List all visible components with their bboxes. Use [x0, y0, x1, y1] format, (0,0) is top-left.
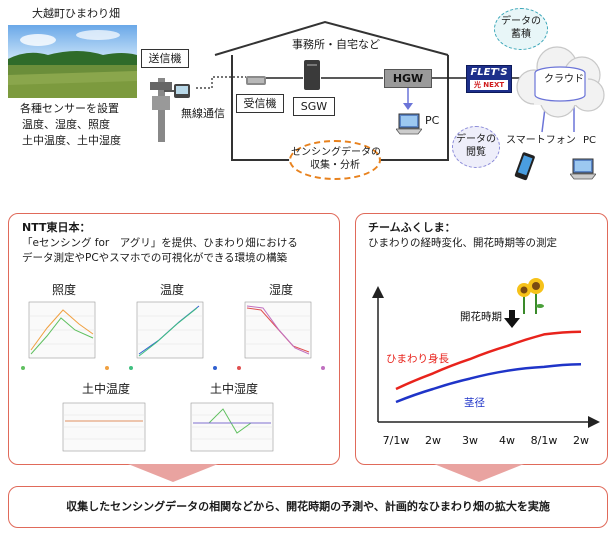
chart-title: 土中温度: [81, 382, 130, 396]
receiver-device-icon: [246, 71, 266, 85]
bubble-text-line: データの: [501, 16, 541, 27]
series-line: [395, 363, 582, 404]
chart-soil-temperature: 土中温度: [47, 380, 165, 460]
x-tick-label: 8/1w: [531, 434, 558, 447]
chart-soil-humidity: 土中湿度: [175, 380, 293, 460]
temperature-plot: [129, 301, 217, 370]
chart-title: 温度: [159, 283, 184, 297]
illuminance-plot: [21, 301, 109, 370]
sensor-description: 各種センサーを設置 温度、湿度、照度 土中温度、土中湿度: [20, 101, 121, 149]
bubble-text-line: 蓄積: [511, 29, 531, 40]
sensor-text-line: 各種センサーを設置: [20, 102, 119, 115]
bubble-text-line: 閲覧: [466, 147, 486, 158]
ntt-desc-line2: データ測定やPCやスマホでの可視化ができる環境の構築: [22, 252, 288, 264]
bubble-text-line: データの: [456, 134, 496, 145]
flowering-annotation: 開花時期: [460, 310, 502, 323]
series-line: [395, 330, 582, 391]
wireless-label: 無線通信: [181, 107, 225, 120]
sensor-text-line: 土中温度、土中湿度: [22, 134, 121, 147]
footer-panel: 収集したセンシングデータの相関などから、開花時期の予測や、計画的なひまわり畑の拡…: [8, 486, 608, 528]
flets-label: FLET'S: [470, 67, 508, 78]
sensor-pole-icon: [144, 72, 194, 144]
x-tick-label: 2w: [425, 434, 441, 447]
ntt-heading: NTT東日本：: [22, 221, 91, 234]
flets-sub-label: 光 NEXT: [470, 80, 508, 90]
data-view-bubble: データの 閲覧: [452, 126, 500, 168]
down-arrow-icon: [434, 464, 524, 482]
team-panel: チームふくしま： ひまわりの経時変化、開花時期等の測定 ひまわり身長茎径 7/1…: [355, 213, 608, 465]
chart-title: 土中湿度: [209, 382, 258, 396]
cloud-icon: [512, 39, 607, 119]
data-store-bubble: データの 蓄積: [494, 8, 548, 50]
sunflower-field-photo-icon: [8, 25, 137, 98]
soil-humidity-plot: [190, 402, 274, 452]
laptop-icon: [569, 157, 597, 181]
pc-label: PC: [425, 114, 440, 127]
ntt-desc-line1: 「eセンシング for アグリ」を提供、ひまわり畑における: [22, 237, 298, 249]
pc2-label: PC: [583, 135, 597, 146]
sensor-text-line: 温度、湿度、照度: [22, 118, 110, 131]
bubble-text-line: センシングデータの: [291, 147, 381, 158]
smartphone-label: スマートフォン: [506, 135, 576, 146]
humidity-plot: [237, 301, 325, 370]
soil-temperature-plot: [62, 402, 146, 452]
field-label: 大越町ひまわり畑: [32, 7, 120, 20]
chart-title: 照度: [51, 283, 76, 297]
flets-logo: FLET'S 光 NEXT: [466, 65, 512, 93]
flowering-arrow-icon: [504, 310, 520, 328]
chart-temperature: 温度: [123, 281, 221, 373]
chart-illuminance: 照度: [15, 281, 113, 373]
series-label: 茎径: [464, 396, 485, 409]
series-label: ひまわり身長: [386, 352, 449, 365]
transmitter-label: 送信機: [141, 49, 189, 68]
sunflower-icon: [517, 278, 544, 314]
receiver-label: 受信機: [236, 94, 284, 113]
x-tick-label: 4w: [499, 434, 515, 447]
x-tick-label: 3w: [462, 434, 478, 447]
x-tick-label: 2w: [573, 434, 589, 447]
office-label: 事務所・自宅など: [292, 38, 380, 51]
smartphone-icon: [513, 151, 535, 183]
hgw-label: HGW: [384, 69, 432, 88]
down-arrow-icon: [128, 464, 218, 482]
team-heading: チームふくしま：: [368, 221, 456, 234]
footer-text: 収集したセンシングデータの相関などから、開花時期の予測や、計画的なひまわり畑の拡…: [66, 500, 550, 513]
sensing-analysis-bubble: センシングデータの 収集・分析: [289, 140, 381, 180]
bubble-text-line: 収集・分析: [310, 160, 360, 171]
chart-humidity: 湿度: [231, 281, 331, 373]
laptop-icon: [395, 112, 423, 136]
cloud-label: クラウド: [544, 74, 584, 85]
team-desc: ひまわりの経時変化、開花時期等の測定: [368, 237, 557, 249]
chart-title: 湿度: [268, 283, 293, 297]
x-tick-label: 7/1w: [383, 434, 410, 447]
ntt-panel: NTT東日本： 「eセンシング for アグリ」を提供、ひまわり畑における デー…: [8, 213, 340, 465]
sgw-label: SGW: [293, 97, 335, 116]
sgw-device-icon: [303, 60, 321, 90]
